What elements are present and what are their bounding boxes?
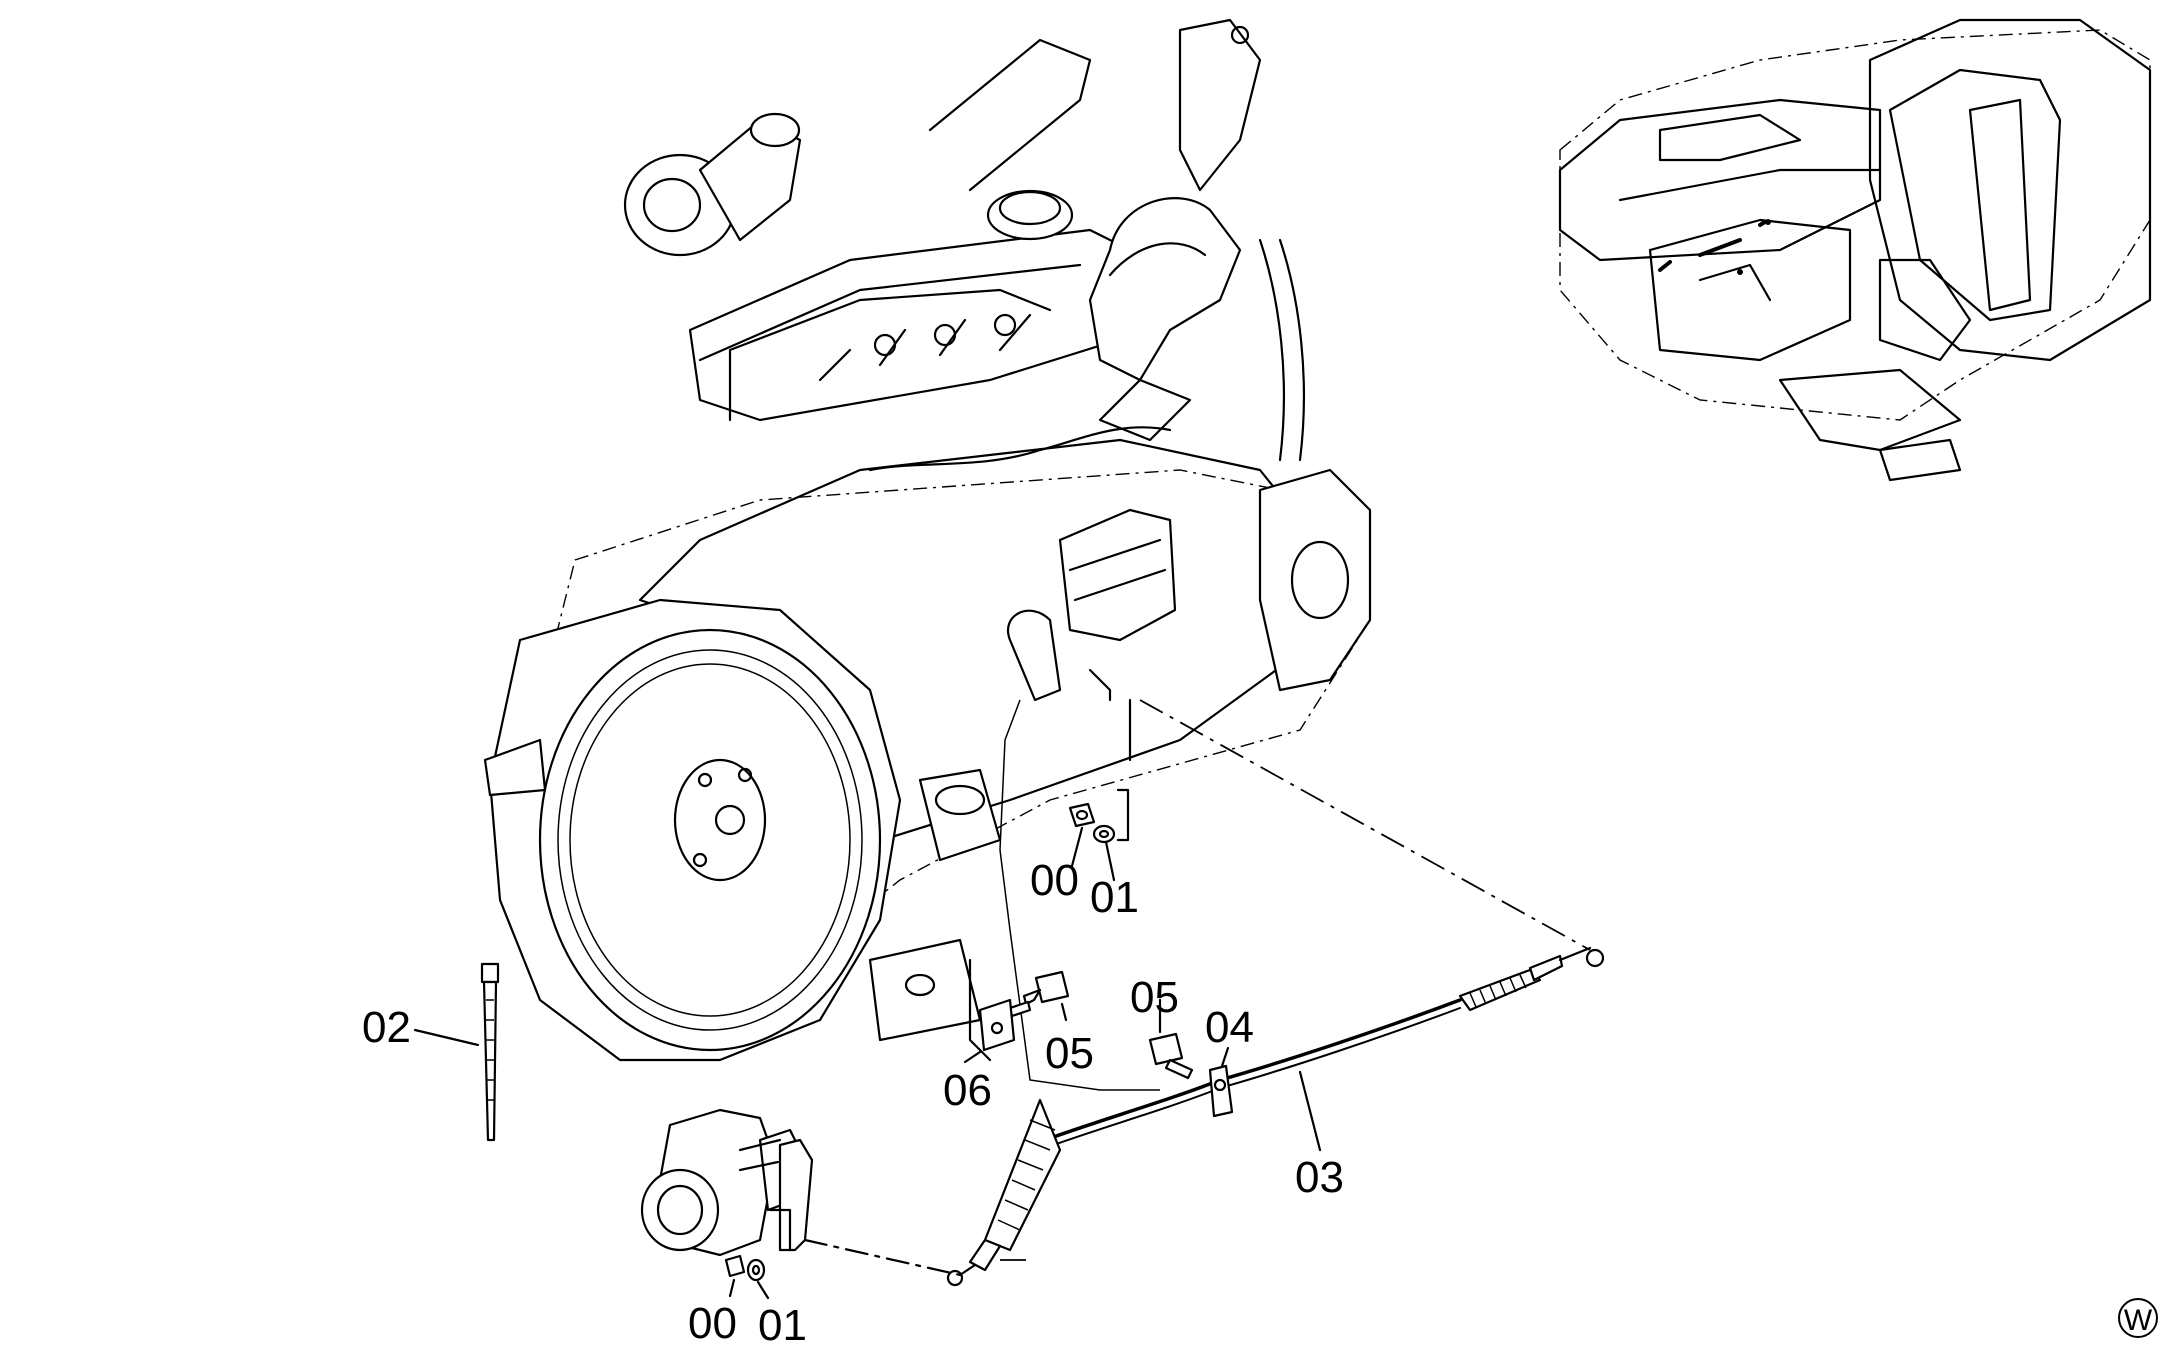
callout-05-b: 05 [1045, 1029, 1094, 1078]
callout-00-top: 00 [1030, 856, 1079, 905]
part-01-washer-bottom [746, 1208, 792, 1300]
part-02-cable-tie [413, 962, 500, 1142]
callout-02: 02 [362, 1003, 411, 1052]
callout-00-bottom: 00 [688, 1299, 737, 1348]
assembly-center-lines [1000, 699, 1591, 1261]
view-mark: W [2118, 1298, 2158, 1338]
machine-location-thumbnail [1558, 18, 2152, 482]
part-06-bracket [963, 958, 1016, 1064]
part-05-bolt-a [1008, 970, 1070, 1022]
callout-04: 04 [1205, 1003, 1254, 1052]
part-00-nut-bottom [724, 1254, 746, 1298]
view-mark-letter: W [2124, 1304, 2153, 1337]
callout-06: 06 [943, 1066, 992, 1115]
part-01-washer-top [1092, 788, 1130, 882]
callout-03: 03 [1295, 1153, 1344, 1202]
callout-01-top: 01 [1090, 873, 1139, 922]
part-00-nut-top [1068, 802, 1096, 868]
part-05-bolt-b [1148, 998, 1194, 1080]
governor-actuator [640, 1108, 962, 1277]
engine-assembly [483, 18, 1372, 1091]
callout-05-a: 05 [1130, 973, 1179, 1022]
callout-01-bottom: 01 [758, 1301, 807, 1350]
part-04-clamp [1208, 1046, 1234, 1118]
